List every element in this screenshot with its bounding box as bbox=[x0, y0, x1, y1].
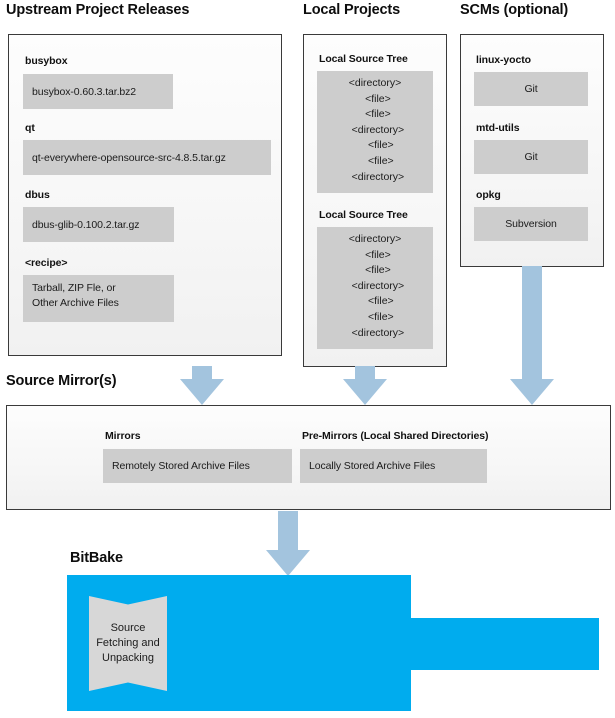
source-mirrors-panel: Mirrors Remotely Stored Archive Files Pr… bbox=[6, 405, 611, 510]
local-source-tree-label-1: Local Source Tree bbox=[319, 53, 408, 65]
tree-row: <directory> bbox=[348, 77, 402, 89]
scms-title: SCMs (optional) bbox=[460, 2, 569, 18]
upstream-item-value-busybox: busybox-0.60.3.tar.bz2 bbox=[23, 74, 173, 109]
upstream-item-value-recipe: Tarball, ZIP Fle, or Other Archive Files bbox=[23, 275, 174, 322]
tree-row: <file> bbox=[356, 295, 394, 308]
scm-item-value-opkg: Subversion bbox=[474, 207, 588, 241]
arrow-mirrors-to-bitbake bbox=[266, 511, 310, 576]
tree-row: <directory> bbox=[348, 233, 402, 245]
tree-row: <file> bbox=[359, 264, 391, 277]
recipe-value-line-1: Tarball, ZIP Fle, or bbox=[32, 282, 116, 294]
tree-row: <file> bbox=[356, 154, 394, 167]
tree-row: <directory> bbox=[345, 123, 405, 136]
arrow-head bbox=[510, 379, 554, 405]
pre-mirrors-label: Pre-Mirrors (Local Shared Directories) bbox=[302, 430, 489, 442]
tree-row: <directory> bbox=[345, 279, 405, 292]
upstream-project-releases-panel: busybox busybox-0.60.3.tar.bz2 qt qt-eve… bbox=[8, 34, 282, 356]
source-fetching-and-unpacking-task: Source Fetching and Unpacking bbox=[89, 596, 167, 691]
local-projects-title: Local Projects bbox=[303, 2, 401, 18]
local-source-tree-label-2: Local Source Tree bbox=[319, 209, 408, 221]
task-label-line-1: Source bbox=[110, 622, 146, 634]
local-source-tree-block-1: <directory> <file> <file> <directory> <f… bbox=[317, 71, 433, 193]
task-label-line-2: Fetching and bbox=[96, 637, 160, 649]
task-label: Source Fetching and Unpacking bbox=[96, 621, 160, 666]
upstream-item-value-qt: qt-everywhere-opensource-src-4.8.5.tar.g… bbox=[23, 140, 271, 175]
tree-row: <file> bbox=[359, 248, 391, 261]
arrow-head bbox=[180, 379, 224, 405]
arrow-shaft bbox=[522, 266, 542, 382]
arrow-scms-to-mirrors bbox=[510, 266, 554, 405]
upstream-project-releases-title: Upstream Project Releases bbox=[6, 2, 190, 18]
recipe-value-line-2: Other Archive Files bbox=[32, 297, 119, 309]
arrow-shaft bbox=[192, 366, 212, 382]
pre-mirrors-value: Locally Stored Archive Files bbox=[300, 449, 487, 483]
tree-row: <file> bbox=[359, 92, 391, 105]
scm-item-value-mtd-utils: Git bbox=[474, 140, 588, 174]
source-mirrors-title: Source Mirror(s) bbox=[6, 373, 117, 389]
local-source-tree-block-2: <directory> <file> <file> <directory> <f… bbox=[317, 227, 433, 349]
bitbake-title: BitBake bbox=[70, 550, 123, 566]
arrow-upstream-to-mirrors bbox=[180, 366, 224, 405]
upstream-item-label-qt: qt bbox=[25, 122, 35, 134]
arrow-head bbox=[343, 379, 387, 405]
scm-item-label-linux-yocto: linux-yocto bbox=[476, 54, 531, 66]
arrow-shaft bbox=[355, 366, 375, 382]
tree-row: <file> bbox=[356, 310, 394, 323]
scm-item-label-mtd-utils: mtd-utils bbox=[476, 122, 520, 134]
upstream-item-label-busybox: busybox bbox=[25, 55, 68, 67]
tree-row: <file> bbox=[359, 108, 391, 121]
mirrors-value: Remotely Stored Archive Files bbox=[103, 449, 292, 483]
local-projects-panel: Local Source Tree <directory> <file> <fi… bbox=[303, 34, 447, 367]
tree-row: <directory> bbox=[345, 170, 405, 183]
tree-row: <directory> bbox=[345, 326, 405, 339]
arrow-head bbox=[266, 550, 310, 576]
scm-item-value-linux-yocto: Git bbox=[474, 72, 588, 106]
mirrors-label: Mirrors bbox=[105, 430, 141, 442]
tree-row: <file> bbox=[356, 139, 394, 152]
task-label-line-3: Unpacking bbox=[102, 652, 154, 664]
bitbake-output-bar bbox=[411, 618, 599, 670]
arrow-local-projects-to-mirrors bbox=[343, 366, 387, 405]
upstream-item-label-recipe: <recipe> bbox=[25, 257, 68, 269]
arrow-shaft bbox=[278, 511, 298, 553]
scm-item-label-opkg: opkg bbox=[476, 189, 501, 201]
upstream-item-label-dbus: dbus bbox=[25, 189, 50, 201]
upstream-item-value-dbus: dbus-glib-0.100.2.tar.gz bbox=[23, 207, 174, 242]
scms-panel: linux-yocto Git mtd-utils Git opkg Subve… bbox=[460, 34, 604, 267]
